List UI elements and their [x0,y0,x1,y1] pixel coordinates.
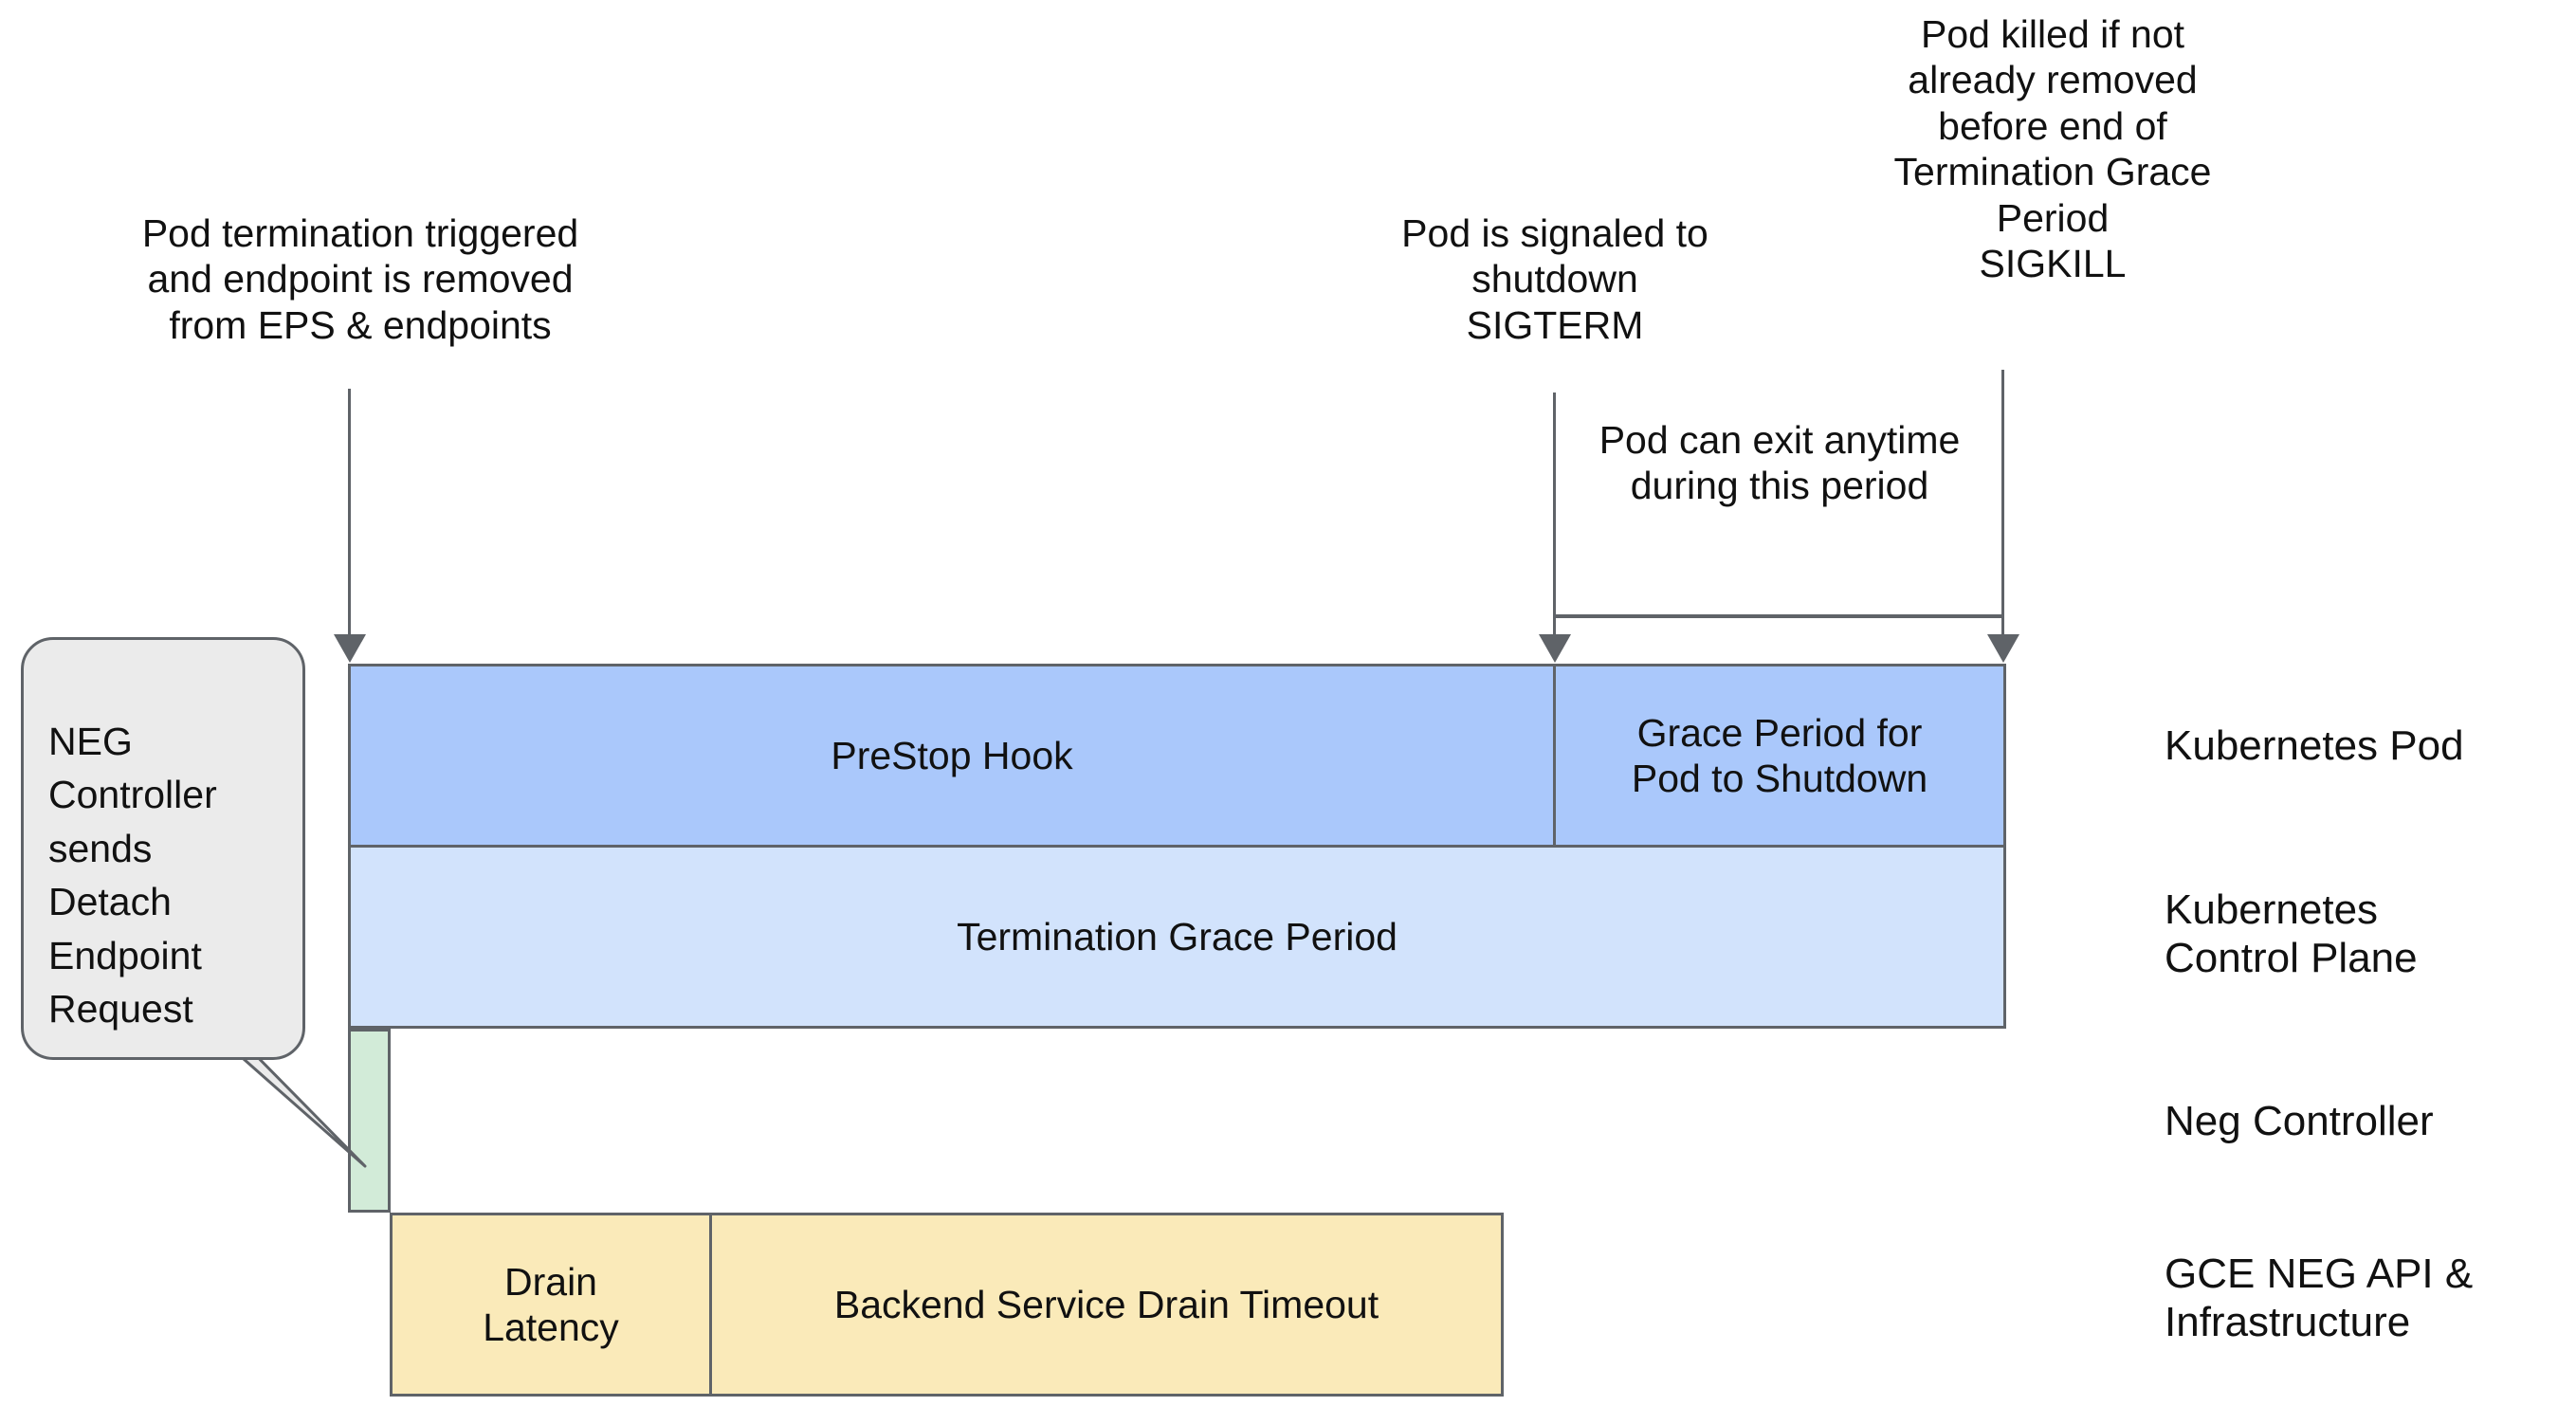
arrowhead-sigterm [1539,634,1571,663]
bar-neg-controller [348,1029,391,1213]
span-line-pod-exit-window [1555,614,2003,618]
bar-drain-latency: Drain Latency [390,1213,712,1397]
bar-prestop-hook: PreStop Hook [348,664,1556,848]
connector-line-sigkill [2001,370,2004,648]
callout-neg-controller-detach: NEG Controller sends Detach Endpoint Req… [21,637,305,1061]
bar-termination-grace-period: Termination Grace Period [348,845,2006,1029]
lane-label-neg-controller: Neg Controller [2165,1098,2434,1144]
annotation-pod-signaled-shutdown: Pod is signaled to shutdown SIGTERM [1401,211,1708,347]
bar-label-drain-latency: Drain Latency [483,1259,619,1349]
arrowhead-termination-triggered [334,634,366,663]
lane-label-kubernetes-pod: Kubernetes Pod [2165,722,2464,769]
bar-backend-service-drain-timeout: Backend Service Drain Timeout [709,1213,1504,1397]
annotation-pod-termination-triggered: Pod termination triggered and endpoint i… [141,211,579,347]
bar-label-grace-period-shutdown: Grace Period for Pod to Shutdown [1631,710,1928,800]
annotation-pod-killed-sigkill: Pod killed if not already removed before… [1893,12,2212,285]
lane-label-kubernetes-control-plane: Kubernetes Control Plane [2165,886,2418,982]
bar-label-backend-service-drain-timeout: Backend Service Drain Timeout [833,1282,1379,1326]
connector-line-sigterm [1553,393,1556,648]
annotation-pod-can-exit-anytime: Pod can exit anytime during this period [1599,418,1961,508]
bar-label-termination-grace-period: Termination Grace Period [957,914,1398,959]
arrowhead-sigkill [1987,634,2019,663]
connector-line-termination-triggered [348,389,351,648]
callout-text-neg-controller-detach: NEG Controller sends Detach Endpoint Req… [48,719,217,1032]
bar-label-prestop-hook: PreStop Hook [831,733,1073,777]
bar-grace-period-shutdown: Grace Period for Pod to Shutdown [1553,664,2006,848]
lane-label-gce-neg-api: GCE NEG API & Infrastructure [2165,1251,2474,1346]
